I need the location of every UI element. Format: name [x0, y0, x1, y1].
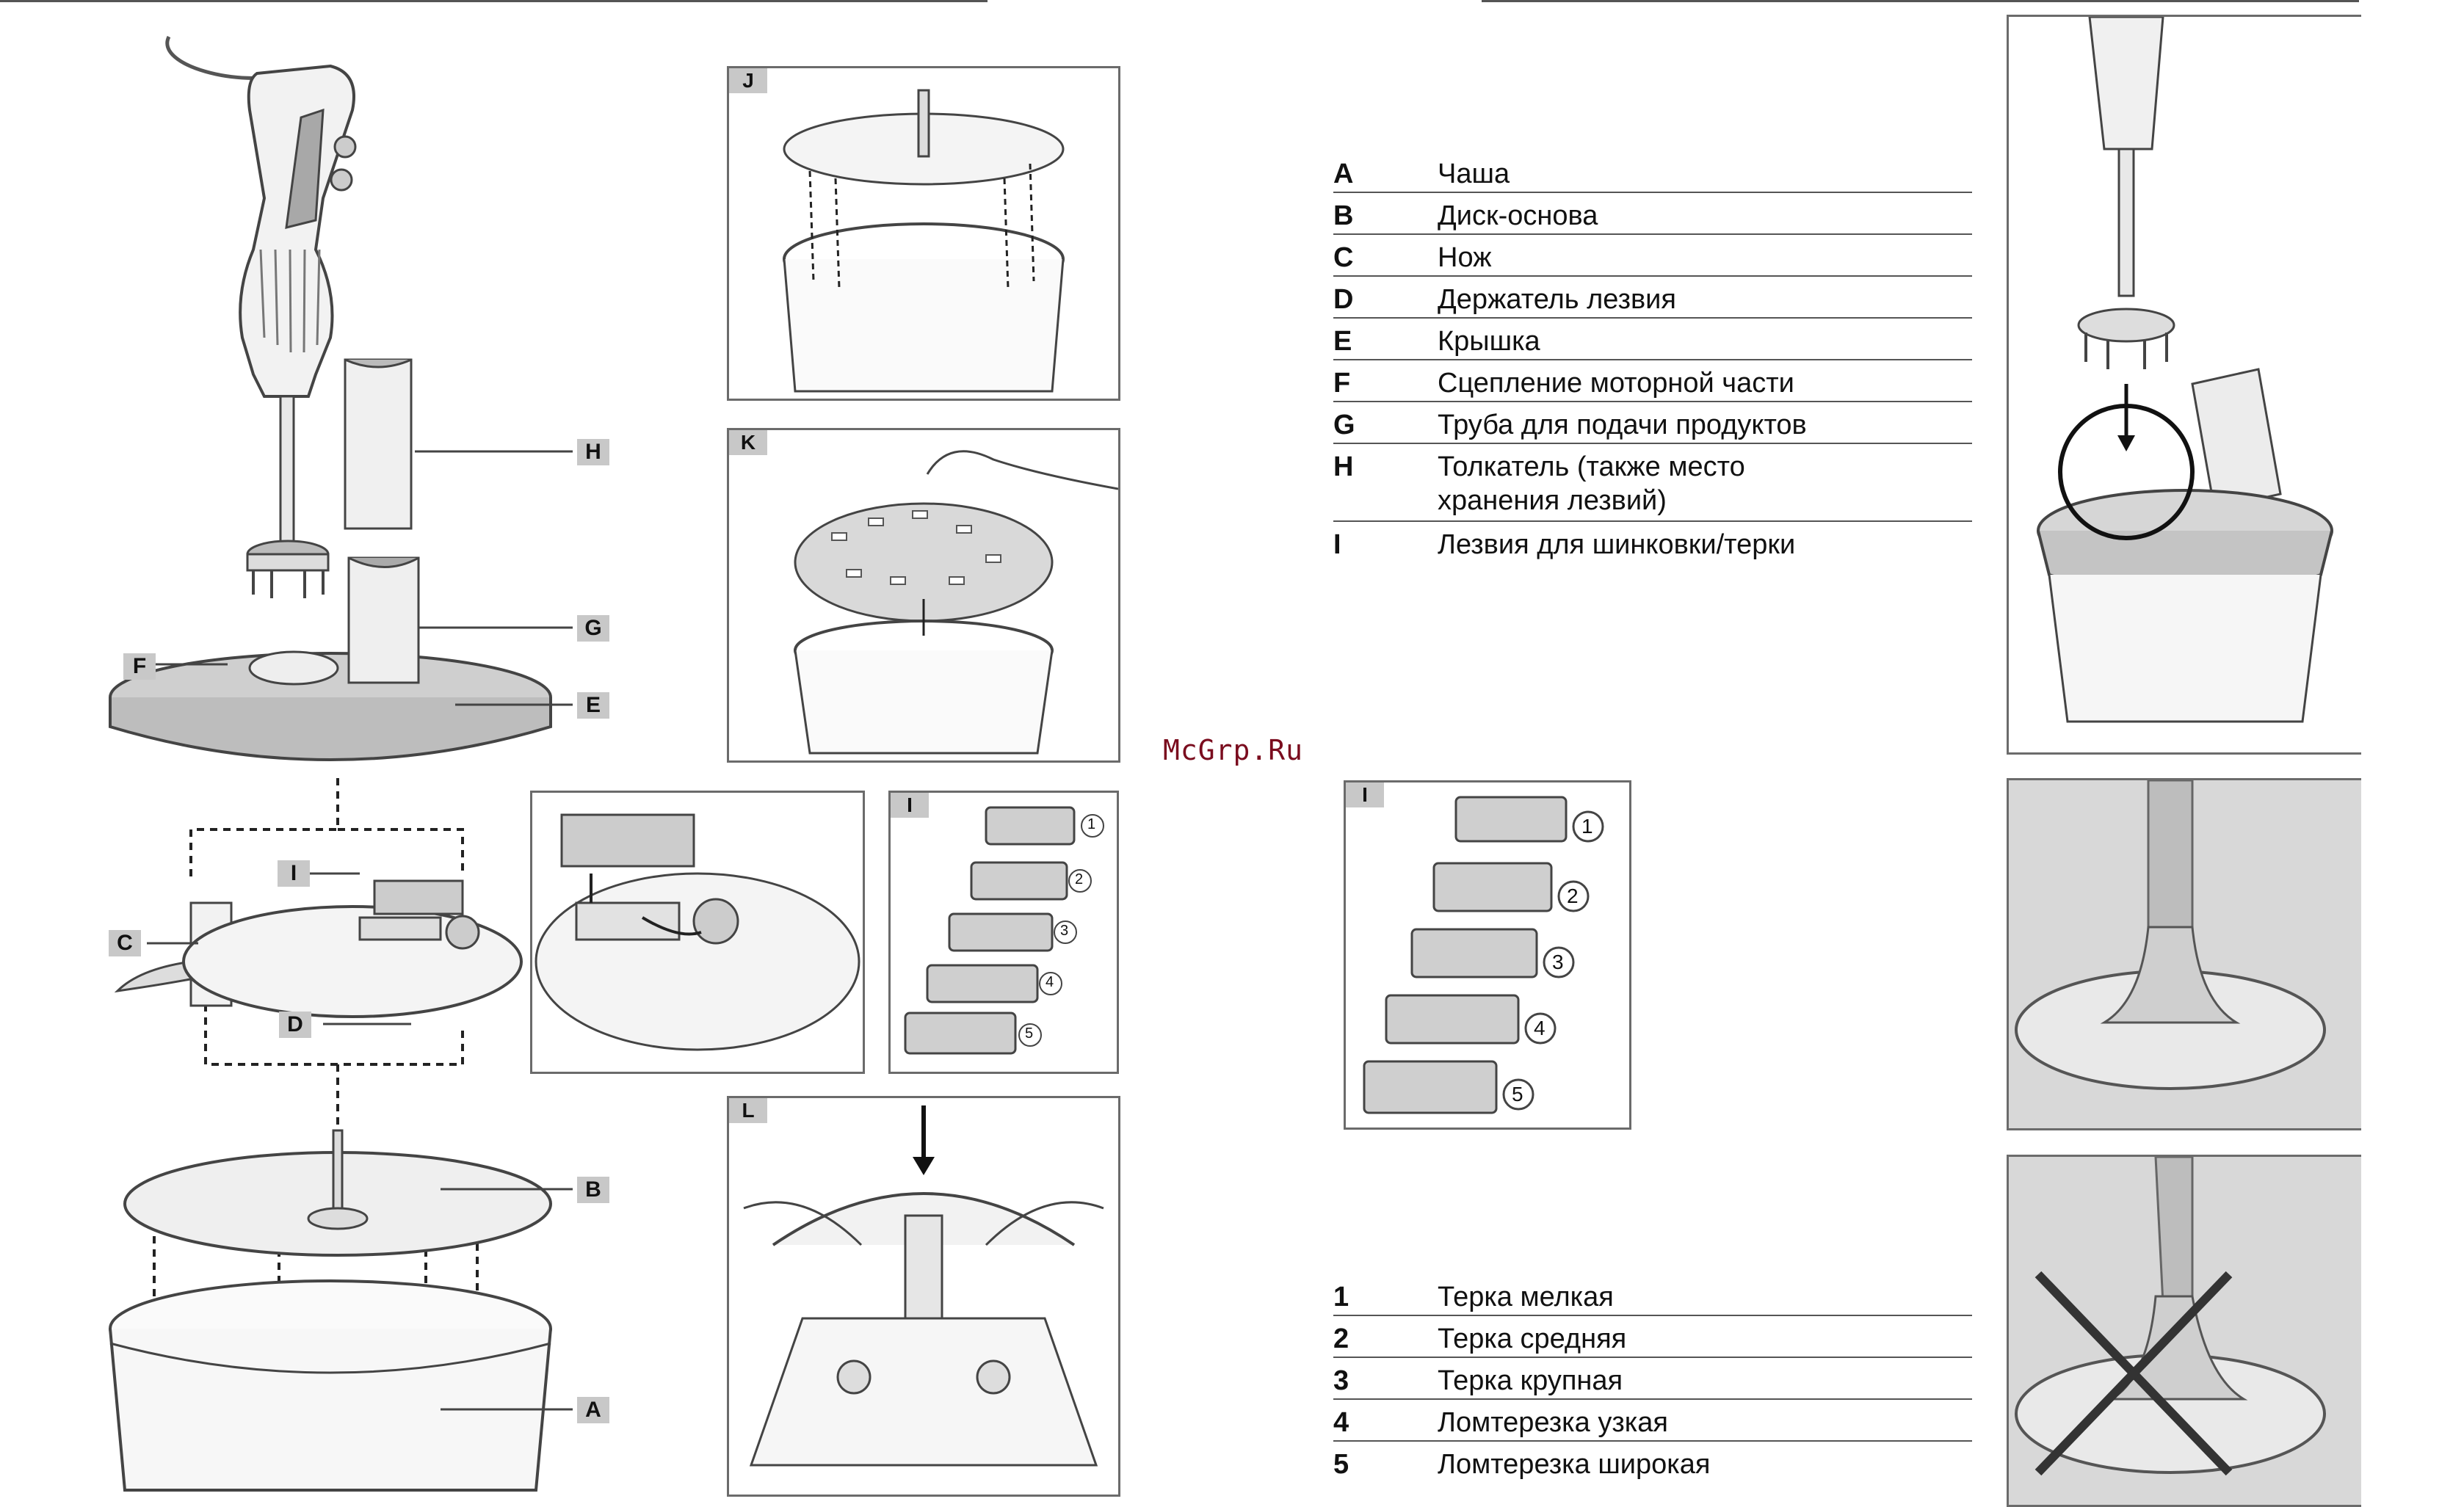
panel-i-large-drawing [1363, 796, 1604, 1114]
legend-row: 2 Терка средняя [1333, 1316, 1972, 1358]
blade-num-large-5: 5 [1512, 1083, 1523, 1105]
blade-num-large-2: 2 [1567, 885, 1579, 907]
legend-key: B [1333, 200, 1354, 231]
legend-row: B Диск-основа [1333, 193, 1972, 235]
panel-i-large-letter: I [1346, 782, 1384, 807]
exploded-assembly-illustration [109, 35, 552, 1492]
panel-blade-insert-drawing [535, 813, 860, 1051]
callout-c: C [109, 930, 141, 956]
legend-key: C [1333, 242, 1354, 273]
legend-key: D [1333, 284, 1354, 315]
top-rule-left [0, 0, 988, 2]
parts-legend: A Чаша B Диск-основа C Нож D Держатель л… [1333, 151, 1972, 564]
blade-num-large-1: 1 [1581, 815, 1593, 838]
legend-key: 5 [1333, 1449, 1349, 1480]
legend-label: Ломтерезка узкая [1438, 1407, 1668, 1438]
legend-row: D Держатель лезвия [1333, 277, 1972, 319]
legend-label: Терка крупная [1438, 1365, 1623, 1396]
legend-label: Нож [1438, 242, 1492, 273]
callout-i: I [278, 860, 310, 887]
legend-label: Сцепление моторной части [1438, 368, 1794, 399]
legend-label: Держатель лезвия [1438, 284, 1676, 315]
panel-l-drawing [743, 1105, 1104, 1467]
legend-key: H [1333, 451, 1354, 482]
watermark: McGrp.Ru [1163, 734, 1304, 766]
legend-key: 4 [1333, 1407, 1349, 1438]
blade-num-large-3: 3 [1552, 951, 1564, 973]
legend-key: G [1333, 410, 1355, 440]
legend-label: Диск-основа [1438, 200, 1598, 231]
legend-label: Терка средняя [1438, 1323, 1627, 1354]
blade-num-small-4: 4 [1046, 974, 1054, 990]
legend-row: 5 Ломтерезка широкая [1333, 1442, 1972, 1484]
panel-j-letter: J [729, 68, 767, 93]
callout-a: A [577, 1397, 609, 1423]
legend-key: 1 [1333, 1282, 1349, 1312]
panel-i-small-letter: I [891, 793, 929, 818]
blade-num-large-4: 4 [1534, 1017, 1546, 1039]
legend-row: F Сцепление моторной части [1333, 360, 1972, 402]
panel-i-large: I 1 2 3 4 5 [1344, 780, 1631, 1130]
legend-row: E Крышка [1333, 319, 1972, 360]
top-rule-right [1482, 0, 2359, 2]
legend-row: 4 Ломтерезка узкая [1333, 1400, 1972, 1442]
callout-b: B [577, 1177, 609, 1203]
panel-i-small: I 1 2 3 4 5 [888, 791, 1119, 1074]
legend-label: Чаша [1438, 159, 1510, 189]
panel-l-letter: L [729, 1098, 767, 1123]
callout-leaders [147, 450, 573, 1411]
legend-label: Труба для подачи продуктов [1438, 410, 1807, 440]
panel-k: K [727, 428, 1120, 763]
panel-i-small-drawing [904, 806, 1104, 1055]
blade-num-small-5: 5 [1025, 1025, 1034, 1042]
legend-key: A [1333, 159, 1354, 189]
panel-blade-insert-detail [530, 791, 865, 1074]
legend-row: G Труба для подачи продуктов [1333, 402, 1972, 444]
callout-e: E [577, 692, 609, 719]
panel-j-drawing [783, 89, 1065, 393]
panel-k-drawing [794, 450, 1118, 755]
panel-right-assembly-drawing [2037, 17, 2333, 723]
legend-label: Лезвия для шинковки/терки [1438, 529, 1796, 560]
callout-f: F [123, 653, 156, 680]
blade-num-small-1: 1 [1087, 816, 1096, 832]
legend-label: Ломтерезка широкая [1438, 1449, 1711, 1480]
legend-key: F [1333, 368, 1351, 399]
legend-row: 1 Терка мелкая [1333, 1274, 1972, 1316]
legend-row: H Толкатель (также место хранения лезвий… [1333, 444, 1972, 522]
legend-row: C Нож [1333, 235, 1972, 277]
panel-right-incorrect-drawing [2009, 1157, 2361, 1505]
legend-row: A Чаша [1333, 151, 1972, 193]
legend-key: I [1333, 529, 1341, 560]
callout-h: H [577, 439, 609, 465]
callout-d: D [279, 1012, 311, 1038]
panel-right-correct-drawing [2009, 780, 2361, 1128]
legend-label: Крышка [1438, 326, 1540, 357]
legend-row: I Лезвия для шинковки/терки [1333, 522, 1972, 564]
legend-row: 3 Терка крупная [1333, 1358, 1972, 1400]
callout-g: G [577, 615, 609, 642]
legend-key: 3 [1333, 1365, 1349, 1396]
legend-label: Толкатель (также место хранения лезвий) [1438, 451, 1745, 516]
legend-key: E [1333, 326, 1352, 357]
panel-l: L [727, 1096, 1120, 1497]
panel-right-incorrect [2007, 1155, 2361, 1507]
panel-right-assembly [2007, 15, 2361, 755]
blade-num-small-2: 2 [1075, 871, 1084, 887]
blades-legend: 1 Терка мелкая 2 Терка средняя 3 Терка к… [1333, 1274, 1972, 1484]
panel-k-letter: K [729, 430, 767, 455]
legend-key: 2 [1333, 1323, 1349, 1354]
blade-num-small-3: 3 [1060, 923, 1069, 939]
panel-right-correct [2007, 778, 2361, 1130]
panel-j: J [727, 66, 1120, 401]
legend-label: Терка мелкая [1438, 1282, 1614, 1312]
